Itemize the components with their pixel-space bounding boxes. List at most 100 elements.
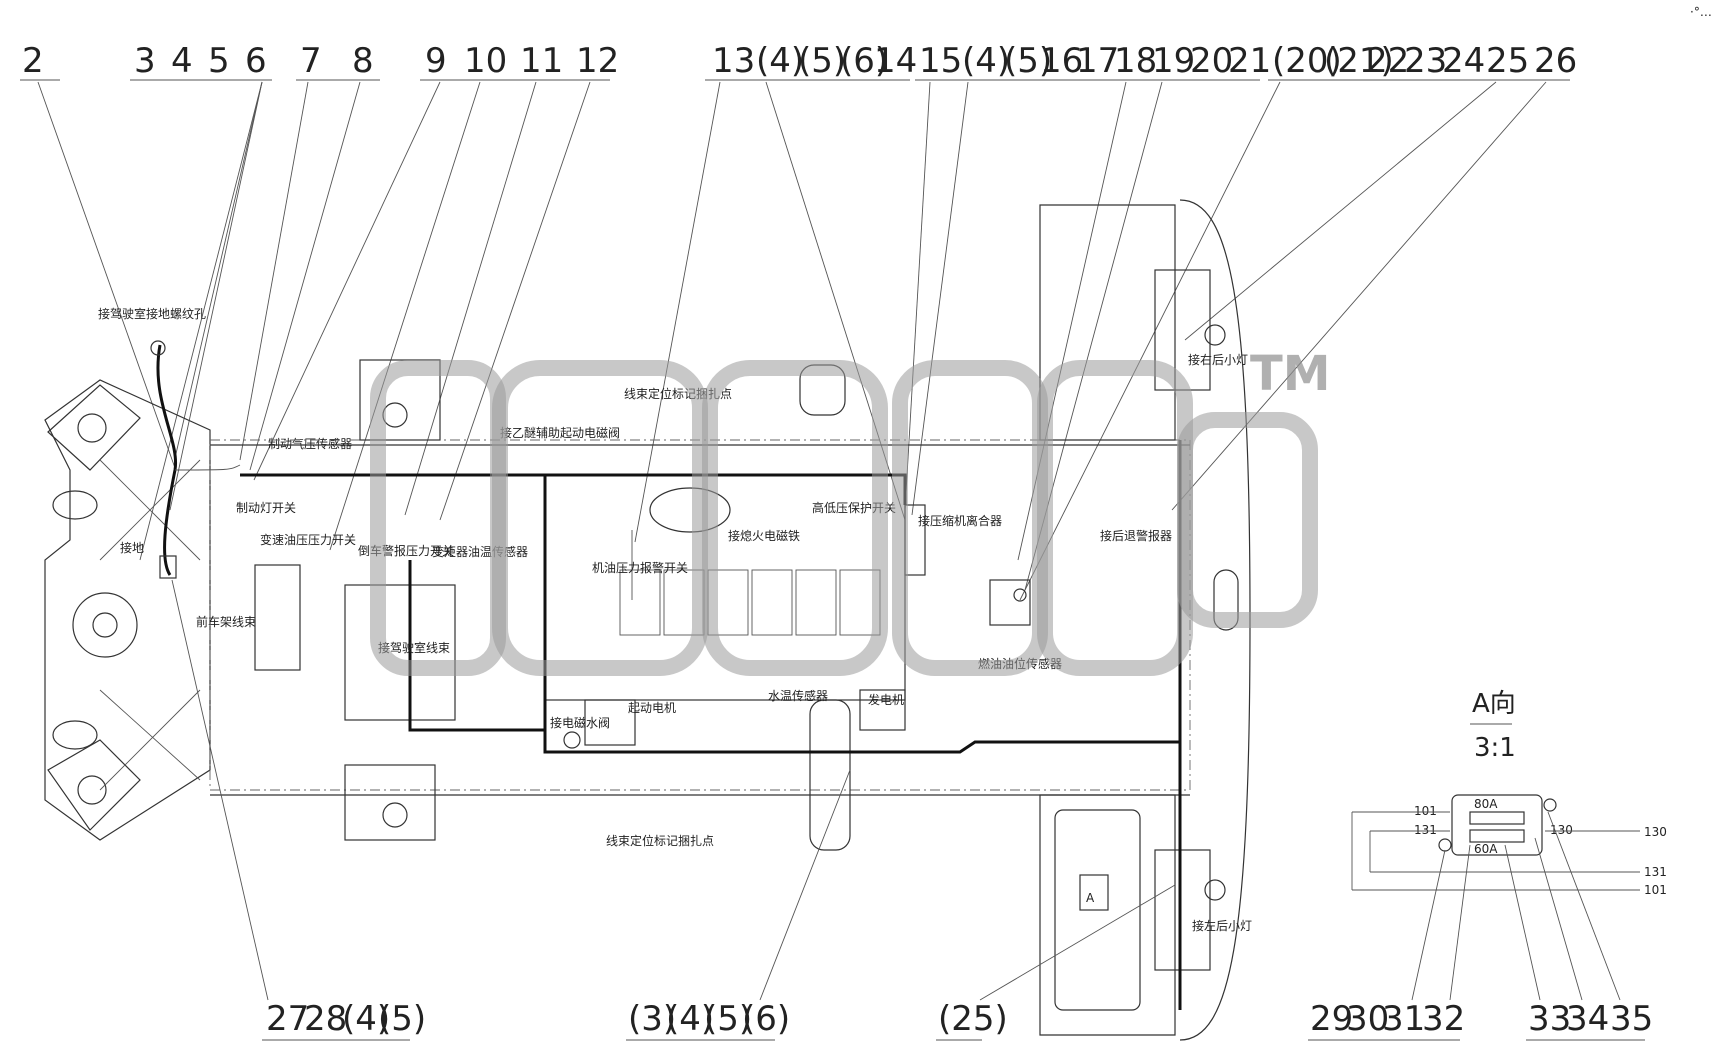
brake-light-switch-label: 制动灯开关 [236, 501, 296, 515]
converter-housing [344, 584, 456, 721]
callout-15: 15 [919, 41, 962, 81]
leader [249, 81, 361, 471]
leader [1019, 81, 1281, 601]
callout-3: 3 [134, 41, 156, 81]
view-a-mark: A [1086, 891, 1095, 905]
watermark-glyph [1037, 360, 1193, 676]
leader [1534, 837, 1583, 1001]
watermark-glyph [702, 360, 888, 676]
callout-19: 19 [1152, 41, 1195, 81]
valve-port [563, 731, 581, 749]
frame-web [99, 689, 201, 791]
callout-21: 21 [1228, 41, 1271, 81]
front-harness-branch [174, 464, 241, 471]
right-lamp [1204, 324, 1226, 346]
callout-35: 35 [1610, 999, 1653, 1039]
leader [634, 81, 721, 543]
callout-34: 34 [1566, 999, 1609, 1039]
leader [1449, 844, 1471, 1001]
top-bracket [359, 359, 441, 441]
generator [859, 689, 906, 731]
callout-18: 18 [1114, 41, 1157, 81]
view-a-detail: A向 3:1 80A 60A 101 131 130 130 131 101 [1351, 689, 1667, 897]
callout-8: 8 [352, 41, 374, 81]
callout-17: 17 [1076, 41, 1119, 81]
leader [904, 81, 931, 511]
ether-solenoid-label: 接乙醚辅助起动电磁阀 [500, 425, 620, 440]
fuse-60a-label: 60A [1474, 842, 1498, 856]
callout-22: 22 [1366, 41, 1409, 81]
solenoid-valve [584, 699, 636, 746]
watermark: TM [370, 346, 1331, 676]
callout-33: 33 [1528, 999, 1571, 1039]
wire-131-far: 131 [1644, 865, 1667, 879]
leader [759, 769, 851, 1001]
fuel-sensor-cap [1013, 588, 1027, 602]
callout-p20: (20) [1272, 41, 1342, 81]
callout-4: 4 [171, 41, 193, 81]
terminal-bolt [1543, 798, 1557, 812]
harness-mark-bottom-label: 线束定位标记捆扎点 [606, 833, 714, 848]
frame-web [99, 689, 201, 781]
callout-9: 9 [425, 41, 447, 81]
leader [1411, 849, 1446, 1001]
hinge-pin [92, 612, 118, 638]
rear-alarm-label: 接后退警报器 [1100, 528, 1172, 543]
rear-bracket [344, 764, 436, 841]
leader [174, 81, 263, 459]
battery-box [1054, 809, 1141, 1011]
callout-p5: (5) [798, 41, 846, 81]
front-harness [156, 344, 178, 576]
wire-101-far: 101 [1644, 883, 1667, 897]
flameout-solenoid-label: 接熄火电磁铁 [728, 528, 800, 543]
callout-p6d: (6) [742, 999, 790, 1039]
solenoid-valve-label: 接电磁水阀 [550, 715, 610, 730]
watermark-glyph [370, 360, 506, 676]
callout-p4c: (4) [342, 999, 390, 1039]
callout-p6: (6) [840, 41, 888, 81]
callout-24: 24 [1442, 41, 1485, 81]
bolt [382, 802, 408, 828]
callout-12: 12 [576, 41, 619, 81]
tow-slot [1213, 569, 1239, 631]
leader [139, 81, 263, 561]
callout-p21: (21) [1324, 41, 1394, 81]
callout-p5d: (5) [704, 999, 752, 1039]
starter-label: 起动电机 [628, 701, 676, 715]
air-filter [649, 487, 731, 533]
front-plate-bottom [47, 739, 141, 831]
wire-130-right: 130 [1550, 823, 1573, 837]
cylinder [795, 569, 837, 636]
leader [1184, 81, 1497, 341]
cab-harness-label: 接驾驶室线束 [378, 640, 450, 655]
trans-oil-switch-label: 变速油压压力开关 [260, 532, 356, 547]
wire-101-left: 101 [1414, 804, 1437, 818]
right-rear-lamp-label: 接右后小灯 [1188, 352, 1248, 367]
leader [979, 884, 1176, 1001]
terminal-bolt [1438, 838, 1452, 852]
callout-26: 26 [1534, 41, 1577, 81]
cylinder [751, 569, 793, 636]
callout-13: 13 [712, 41, 755, 81]
ground-label: 接地 [120, 540, 144, 555]
top-leaders [37, 81, 1547, 601]
callout-27: 27 [266, 999, 309, 1039]
view-a-title: A向 [1472, 689, 1516, 719]
leader [1504, 844, 1541, 1001]
callout-p4: (4) [756, 41, 804, 81]
leader [329, 81, 481, 551]
bottom-callouts: 27 28 (4) (5) (3) (4) (5) (6) (25) 29 30… [262, 999, 1653, 1041]
cab-ground-hole-label: 接驾驶室接地螺纹孔 [98, 306, 206, 321]
brake-pressure-sensor-label: 制动气压传感器 [268, 436, 352, 451]
connector [159, 555, 177, 579]
callout-7: 7 [300, 41, 322, 81]
generator-label: 发电机 [868, 692, 904, 707]
callout-p25: (25) [938, 999, 1008, 1039]
callout-5: 5 [208, 41, 230, 81]
converter-temp-sensor-label: 变矩器油温传感器 [432, 544, 528, 559]
mount-hole [77, 775, 107, 805]
callout-6: 6 [245, 41, 267, 81]
corner-mark: ·°… [1690, 5, 1712, 19]
view-a-scale: 3:1 [1474, 733, 1516, 763]
